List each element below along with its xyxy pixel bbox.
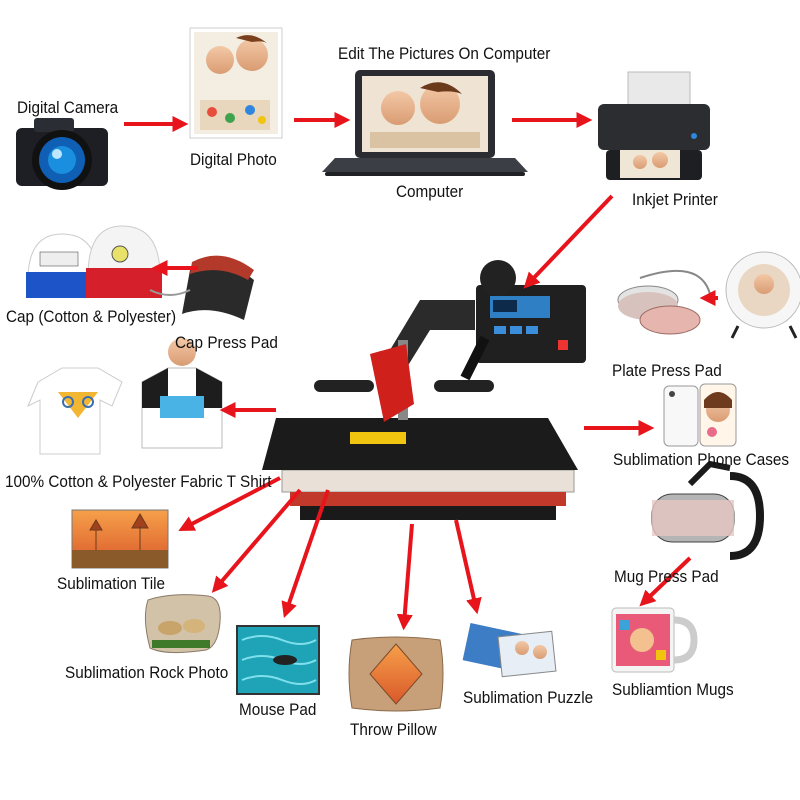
cap-press-icon [149, 255, 254, 320]
phone-case-icon [663, 383, 737, 447]
arrow-to-tile [178, 476, 281, 531]
arrow-to-mouse-pad [281, 489, 330, 619]
label-edit-pictures: Edit The Pictures On Computer [338, 44, 551, 63]
mug-press-icon [651, 460, 765, 560]
rock-photo-icon [144, 594, 221, 654]
tile-icon [71, 509, 169, 569]
label-phone-cases: Sublimation Phone Cases [613, 450, 790, 469]
label-plate-press-pad: Plate Press Pad [612, 361, 722, 380]
label-throw-pillow: Throw Pillow [350, 720, 437, 739]
label-digital-camera: Digital Camera [17, 98, 119, 117]
label-puzzle: Sublimation Puzzle [463, 688, 594, 707]
arrow-printer-to-press [523, 194, 614, 289]
label-computer: Computer [396, 182, 464, 201]
label-digital-photo: Digital Photo [190, 150, 277, 169]
label-inkjet-printer: Inkjet Printer [632, 190, 718, 209]
plate-icon [617, 251, 800, 339]
tshirt-icon [27, 338, 223, 455]
laptop-icon [322, 70, 528, 176]
camera-icon [16, 118, 108, 190]
label-mugs: Subliamtion Mugs [612, 680, 734, 699]
arrow-to-rock [211, 488, 302, 593]
flow-arrows [124, 112, 718, 631]
mug-icon [611, 607, 698, 673]
label-mug-press-pad: Mug Press Pad [614, 567, 719, 586]
arrow-to-mug [639, 556, 692, 607]
arrow-to-pillow [396, 523, 414, 631]
label-cap-press-pad: Cap Press Pad [175, 333, 278, 352]
arrow-to-puzzle [454, 519, 482, 615]
printer-icon [598, 71, 710, 180]
pillow-icon [348, 636, 444, 712]
label-mouse-pad: Mouse Pad [239, 700, 317, 719]
mouse-pad-icon [236, 625, 320, 695]
photo-icon [189, 27, 283, 139]
label-t-shirt: 100% Cotton & Polyester Fabric T Shirt [5, 472, 272, 491]
cap-icon [26, 225, 162, 298]
puzzle-icon [462, 623, 557, 678]
label-tile: Sublimation Tile [57, 574, 166, 593]
label-cap: Cap (Cotton & Polyester) [6, 307, 177, 326]
label-rock-photo: Sublimation Rock Photo [65, 663, 229, 682]
heat-press-icon [262, 260, 586, 520]
